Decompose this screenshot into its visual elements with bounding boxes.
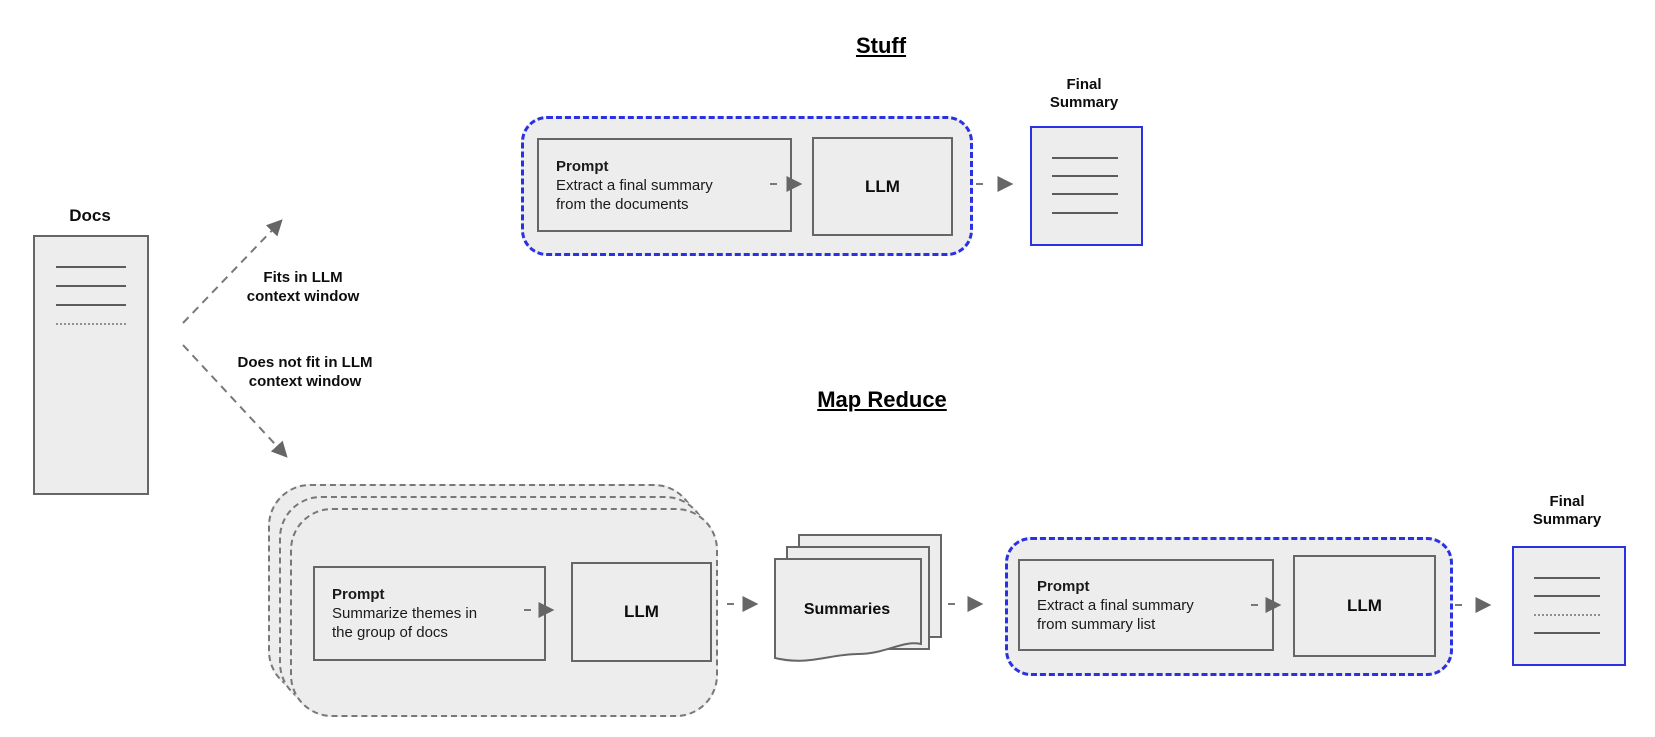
- text-line: [1534, 595, 1600, 597]
- reduce-prompt-box: Prompt Extract a final summary from summ…: [1018, 559, 1274, 651]
- text-line: [1534, 577, 1600, 579]
- docs-document: [33, 235, 149, 495]
- text-line: [56, 285, 126, 287]
- text-line: [1534, 632, 1600, 634]
- stuff-llm-box: LLM: [812, 137, 953, 236]
- stuff-prompt-box: Prompt Extract a final summary from the …: [537, 138, 792, 232]
- map-reduce-section-title: Map Reduce: [817, 387, 947, 412]
- text-line: [56, 323, 126, 325]
- map-reduce-final-summary-label: Final Summary: [1532, 493, 1602, 528]
- stuff-llm-label: LLM: [865, 176, 900, 196]
- reduce-llm-label: LLM: [1347, 596, 1382, 615]
- text-line: [56, 304, 126, 306]
- stuff-final-summary-label: Final Summary: [1049, 76, 1119, 111]
- text-line: [56, 266, 126, 268]
- text-line: [1534, 614, 1600, 616]
- map-reduce-final-summary-document: [1512, 546, 1626, 666]
- summaries-page-front: [774, 558, 922, 662]
- stuff-prompt-body: Extract a final summary from the documen…: [556, 176, 713, 213]
- docs-label: Docs: [69, 206, 111, 225]
- text-line: [1052, 212, 1118, 214]
- does-not-fit-context-label: Does not fit in LLM context window: [237, 354, 373, 390]
- stuff-section-title: Stuff: [855, 33, 907, 58]
- map-llm-box: LLM: [571, 562, 712, 662]
- reduce-prompt-body: Extract a final summary from summary lis…: [1037, 596, 1194, 633]
- map-llm-label: LLM: [624, 602, 659, 621]
- text-line: [1052, 193, 1118, 195]
- reduce-prompt-title: Prompt: [1037, 577, 1090, 595]
- map-prompt-box: Prompt Summarize themes in the group of …: [313, 566, 546, 661]
- map-prompt-body: Summarize themes in the group of docs: [332, 605, 478, 641]
- map-prompt-title: Prompt: [332, 586, 385, 603]
- text-line: [1052, 157, 1118, 159]
- stuff-final-summary-document: [1030, 126, 1143, 246]
- reduce-llm-box: LLM: [1293, 555, 1436, 657]
- summaries-label: Summaries: [803, 601, 891, 618]
- text-line: [1052, 175, 1118, 177]
- fits-context-label: Fits in LLM context window: [246, 269, 360, 305]
- stuff-prompt-title: Prompt: [556, 157, 609, 175]
